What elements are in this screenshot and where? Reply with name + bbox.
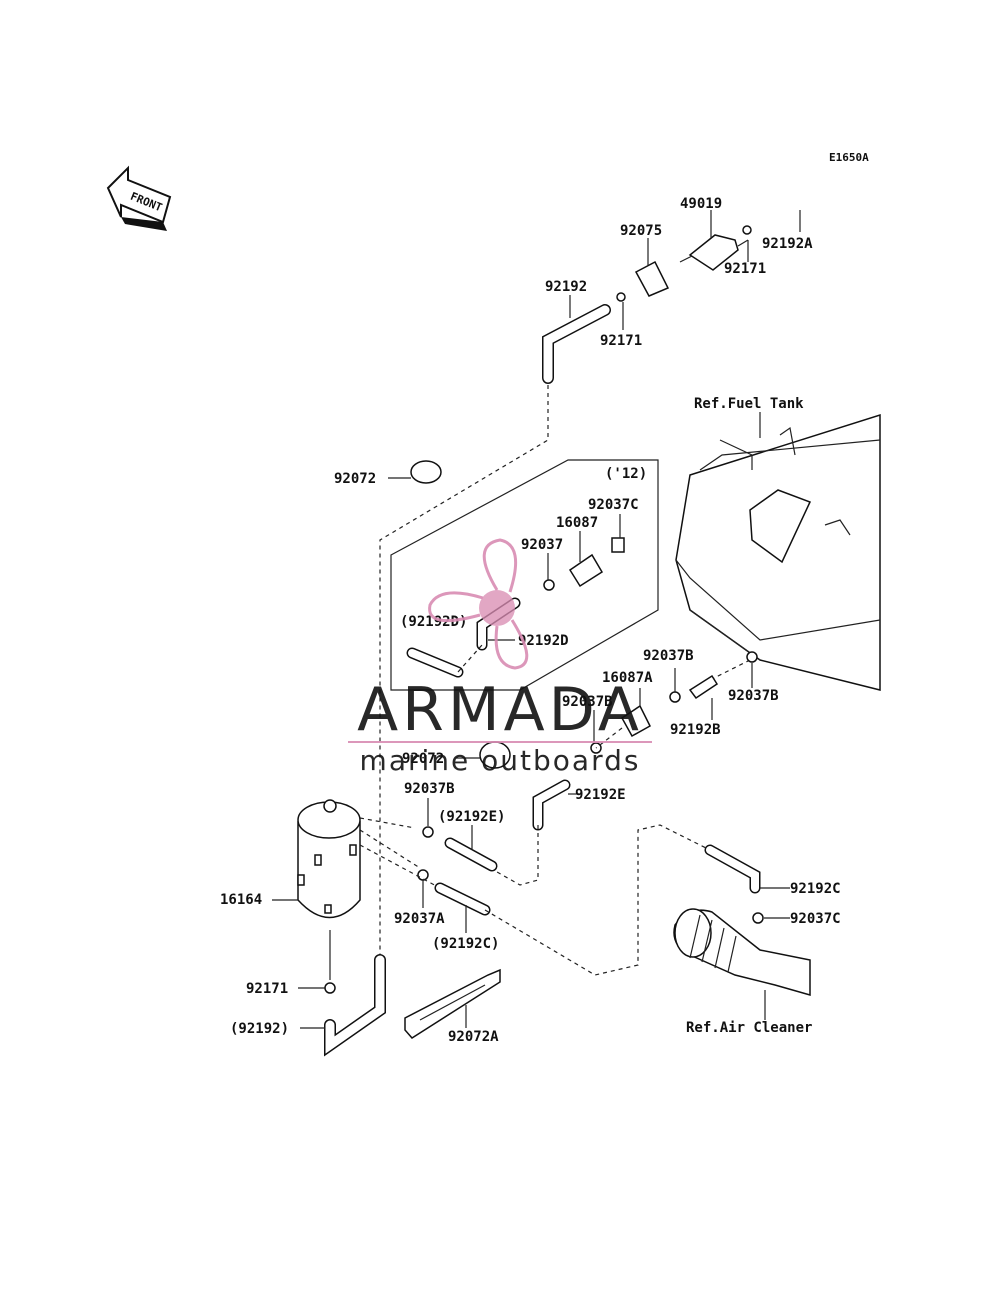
label-16164: 16164: [220, 892, 262, 908]
label-92072A: 92072A: [448, 1029, 499, 1045]
label-92192A: 92192A: [762, 236, 813, 252]
label-92037-inset: 92037: [521, 537, 563, 553]
label-92192E: 92192E: [575, 787, 626, 803]
watermark-brand: ARMADA: [357, 675, 643, 745]
label-92037B-left: 92037B: [404, 781, 455, 797]
label-ref-air-cleaner: Ref.Air Cleaner: [686, 1020, 812, 1036]
label-92192D: 92192D: [518, 633, 569, 649]
fuel-filter-assembly: [542, 160, 805, 384]
label-92192-paren: (92192): [230, 1021, 289, 1037]
label-ref-fuel-tank: Ref.Fuel Tank: [694, 396, 804, 412]
label-92037A: 92037A: [394, 911, 445, 927]
watermark: ARMADA marine outboards: [348, 538, 652, 777]
label-92171-mid: 92171: [600, 333, 642, 349]
inset-parts: [406, 537, 625, 678]
label-92037B-mid: 92037B: [562, 694, 613, 710]
label-16087A: 16087A: [602, 670, 653, 686]
label-92192C-paren: (92192C): [432, 936, 499, 952]
label-92192-top: 92192: [545, 279, 587, 295]
label-92192C: 92192C: [790, 881, 841, 897]
propeller-logo-icon: [428, 538, 529, 670]
strap-bracket: [404, 968, 501, 1039]
part-labels: 49019 92075 92192A 92171 92192 92171 Ref…: [220, 196, 841, 1045]
label-92075: 92075: [620, 223, 662, 239]
diagram-code: E1650A: [829, 151, 869, 164]
label-92171-top: 92171: [724, 261, 766, 277]
label-92037C: 92037C: [790, 911, 841, 927]
label-92192E-paren: (92192E): [438, 809, 505, 825]
label-92072-top: 92072: [334, 471, 376, 487]
label-92037B-right2: 92037B: [728, 688, 779, 704]
front-arrow-icon: FRONT: [106, 165, 172, 231]
label-92037B-right: 92037B: [643, 648, 694, 664]
watermark-tagline: marine outboards: [360, 744, 641, 777]
label-92072-mid: 92072: [402, 751, 444, 767]
label-year-12: ('12): [605, 466, 647, 482]
label-92192D-paren: (92192D): [400, 614, 467, 630]
label-49019: 49019: [680, 196, 722, 212]
label-92192B: 92192B: [670, 722, 721, 738]
label-92171-bot: 92171: [246, 981, 288, 997]
air-cleaner-duct: [673, 908, 811, 996]
label-92037C-inset: 92037C: [588, 497, 639, 513]
fuel-tank: [675, 413, 881, 691]
label-16087: 16087: [556, 515, 598, 531]
charcoal-canister: [297, 799, 361, 919]
